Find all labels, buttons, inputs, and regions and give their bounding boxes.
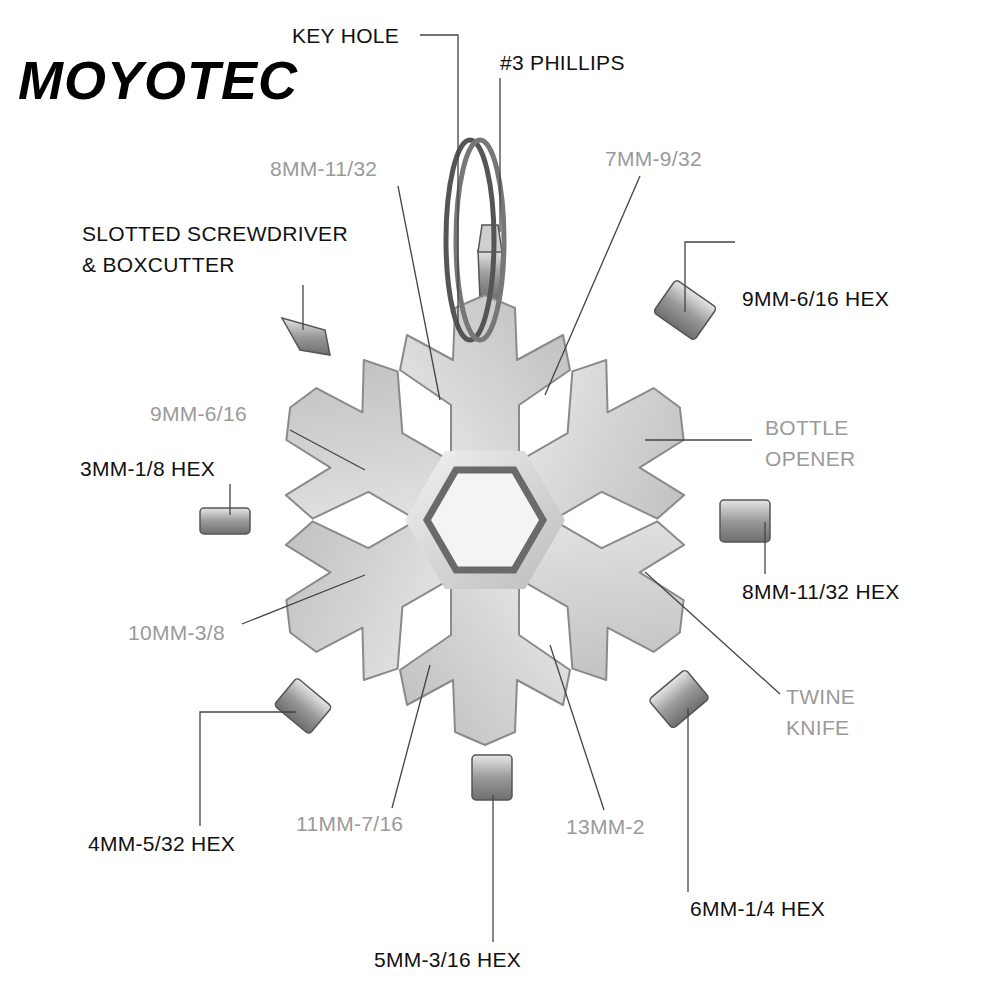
leader-lines	[200, 35, 780, 942]
callout-label: #3 PHILLIPS	[500, 47, 625, 78]
callout-label: 6MM-1/4 HEX	[690, 893, 825, 924]
callout-label: TWINE KNIFE	[786, 681, 878, 743]
callout-label: KEY HOLE	[292, 20, 399, 51]
callout-label: 4MM-5/32 HEX	[88, 828, 235, 859]
callout-label: 11MM-7/16	[296, 808, 403, 839]
callout-label: 8MM-11/32 HEX	[742, 576, 900, 607]
callout-label: 9MM-6/16 HEX	[742, 283, 889, 314]
callout-label: 13MM-2	[566, 811, 645, 842]
key-ring	[446, 140, 504, 340]
brand-logo: MOYOTEC	[18, 50, 298, 110]
hex-hole	[427, 470, 543, 570]
callout-label: SLOTTED SCREWDRIVER & BOXCUTTER	[82, 218, 364, 280]
callout-label: BOTTLE OPENER	[765, 412, 875, 474]
callout-label: 9MM-6/16	[150, 398, 247, 429]
callout-label: 7MM-9/32	[605, 143, 702, 174]
callout-label: 10MM-3/8	[128, 617, 225, 648]
callout-label: 5MM-3/16 HEX	[374, 944, 521, 975]
callout-label: 8MM-11/32	[270, 153, 377, 184]
snowflake-body	[248, 295, 723, 745]
body-core	[405, 451, 565, 589]
callout-label: 3MM-1/8 HEX	[80, 453, 215, 484]
